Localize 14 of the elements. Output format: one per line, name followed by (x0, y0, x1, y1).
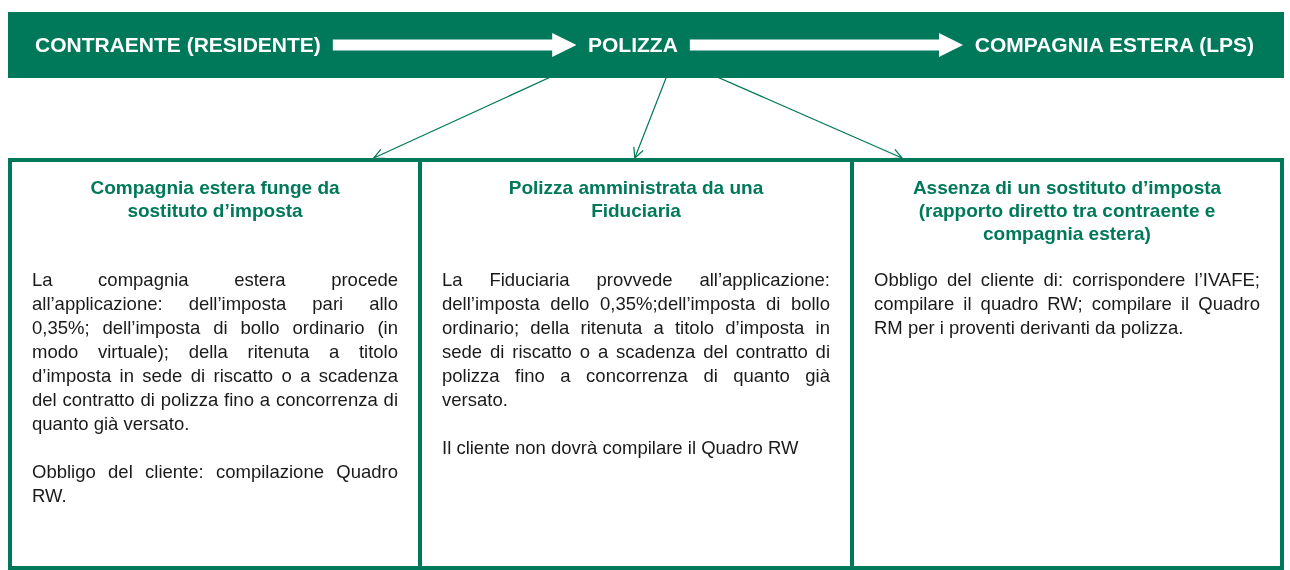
panel-text: Il cliente non dovrà compilare il Quadro RW (442, 436, 800, 460)
panel-text: La compagnia estera procede all’applicazione: dell’imposta pari allo 0,35%; dell’imposta di bollo ordinario (in modo virtuale); della ritenuta a titolo d’imposta in sede di riscatto o a scadenza del contratto di polizza fino a concorrenza di quanto già versato. (32, 268, 398, 436)
panel-text: Obbligo del cliente: compilazione Quadro RW. (32, 460, 398, 508)
block-arrow (332, 32, 577, 58)
header-label: COMPAGNIA ESTERA (LPS) (974, 32, 1254, 58)
header-label: CONTRAENTE (RESIDENTE) (35, 32, 321, 58)
panel-heading: Compagnia estera funge da sostituto d’imposta (89, 176, 341, 222)
panel-text: La Fiduciaria provvede all’applicazione: dell’imposta dello 0,35%;dell’imposta di bollo ordinario; della ritenuta a titolo d’imposta in sede di riscatto o a scadenza del contratto di polizza fino a concorrenza di quanto già versato. (442, 268, 830, 412)
header-label: POLIZZA (588, 32, 678, 58)
panel-heading: Assenza di un sostituto d’imposta (rapporto diretto tra contraente e compagnia estera) (911, 176, 1223, 245)
header-band (8, 12, 1284, 78)
panel-heading: Polizza amministrata da una Fiduciaria (507, 176, 765, 222)
block-arrow (689, 32, 964, 58)
panel-text: Obbligo del cliente di: corrispondere l’IVAFE; compilare il quadro RW; compilare il Quadro RM per i proventi derivanti da polizza. (874, 268, 1260, 340)
